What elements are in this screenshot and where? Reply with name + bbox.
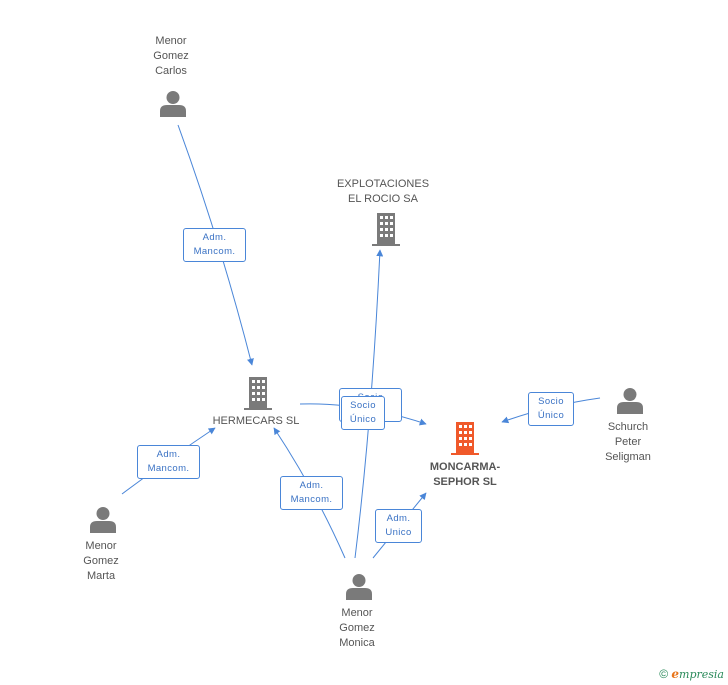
node-label-line: Monica [339,637,375,649]
copyright-notice: © empresia [659,667,724,681]
node-label-line: Menor [85,540,117,552]
edge-label-line: Único [537,410,565,421]
node-label-line: SEPHOR SL [433,476,497,488]
person-icon [160,91,186,117]
node-label-line: Seligman [605,451,651,463]
edge-label-schurch-moncarma[interactable]: Socio Único [528,392,574,426]
node-label-line: EL ROCIO SA [348,193,418,205]
node-label-line: Gomez [83,555,119,567]
copyright-symbol: © [659,667,669,681]
node-label-line: Gomez [153,50,189,62]
person-icon [346,574,372,600]
edge-label-line: Adm. [299,480,324,491]
edge-label-line: Adm. [386,513,411,524]
node-label-line: Menor [341,607,373,619]
node-label-line: Gomez [339,622,375,634]
edge-label-monica-moncarma[interactable]: Adm. Unico [375,509,422,543]
edge-label-line: Unico [385,527,412,538]
brand-name: mpresia [679,668,724,681]
edge-label-line: Adm. [202,232,227,243]
node-label-menor-marta[interactable]: Menor Gomez Marta [70,539,132,584]
edge-label-hermecars-moncarma[interactable]: Socio Único [341,396,385,430]
person-icon [90,507,116,533]
node-label-menor-carlos[interactable]: Menor Gomez Carlos [140,34,202,79]
edge-label-line: Mancom. [290,494,333,505]
node-label-line: Marta [86,570,116,582]
edge-label-line: Adm. [156,449,181,460]
edge-label-line: Único [349,414,377,425]
brand-logo-e: e [671,667,680,681]
node-label-moncarma[interactable]: MONCARMA- SEPHOR SL [415,460,515,490]
node-label-menor-monica[interactable]: Menor Gomez Monica [326,606,388,651]
edge-label-line: Socio [350,400,376,411]
node-label-hermecars[interactable]: HERMECARS SL [206,414,306,429]
node-label-explotaciones[interactable]: EXPLOTACIONES EL ROCIO SA [326,177,440,207]
edge-label-monica-hermecars[interactable]: Adm. Mancom. [280,476,343,510]
node-label-line: Schurch [607,421,649,433]
edge-label-line: Socio [538,396,564,407]
node-label-line: MONCARMA- [429,461,501,473]
building-icon-focus [451,422,479,455]
edge-label-line: Mancom. [193,246,236,257]
node-label-line: EXPLOTACIONES [336,178,430,190]
node-label-line: Peter [614,436,642,448]
node-label-line: Menor [155,35,187,47]
edge-label-line: Mancom. [147,463,190,474]
node-label-line: HERMECARS SL [212,415,300,427]
edge-label-marta-hermecars[interactable]: Adm. Mancom. [137,445,200,479]
node-label-schurch[interactable]: Schurch Peter Seligman [594,420,662,465]
edge-label-carlos-hermecars[interactable]: Adm. Mancom. [183,228,246,262]
node-label-line: Carlos [155,65,187,77]
building-icon [372,213,400,246]
person-icon [617,388,643,414]
building-icon [244,377,272,410]
